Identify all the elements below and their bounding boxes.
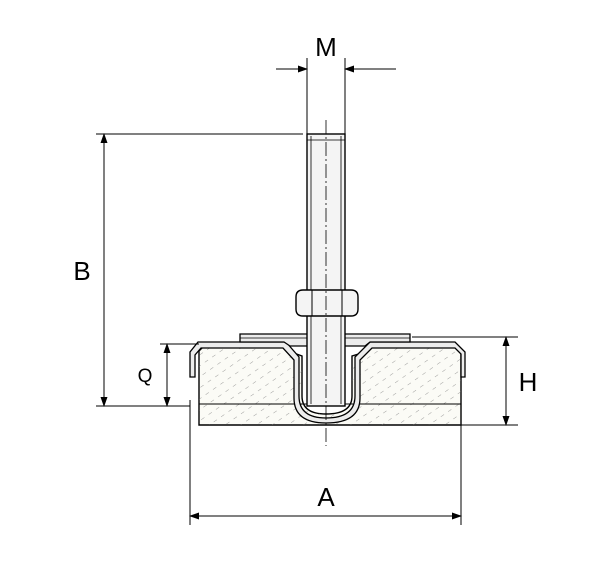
dimension-label-m: M xyxy=(315,32,337,62)
dimension-label-b: B xyxy=(73,256,90,286)
stud-body xyxy=(306,133,346,407)
dimension-b: B xyxy=(73,133,303,407)
hex-nut xyxy=(295,289,359,317)
dimension-h: H xyxy=(412,336,538,426)
rubber-pad xyxy=(198,344,462,426)
hex-nut-body xyxy=(295,289,359,317)
threaded-stud xyxy=(306,133,346,407)
dimension-label-a: A xyxy=(317,482,335,512)
rubber-pad-hatch xyxy=(199,345,461,425)
dimension-a: A xyxy=(189,400,462,525)
metal-cup-outline xyxy=(189,341,466,424)
dimension-q: Q xyxy=(138,343,199,407)
dimension-label-q: Q xyxy=(138,366,153,387)
dimension-label-h: H xyxy=(519,367,538,397)
dimension-m: M xyxy=(276,32,396,134)
